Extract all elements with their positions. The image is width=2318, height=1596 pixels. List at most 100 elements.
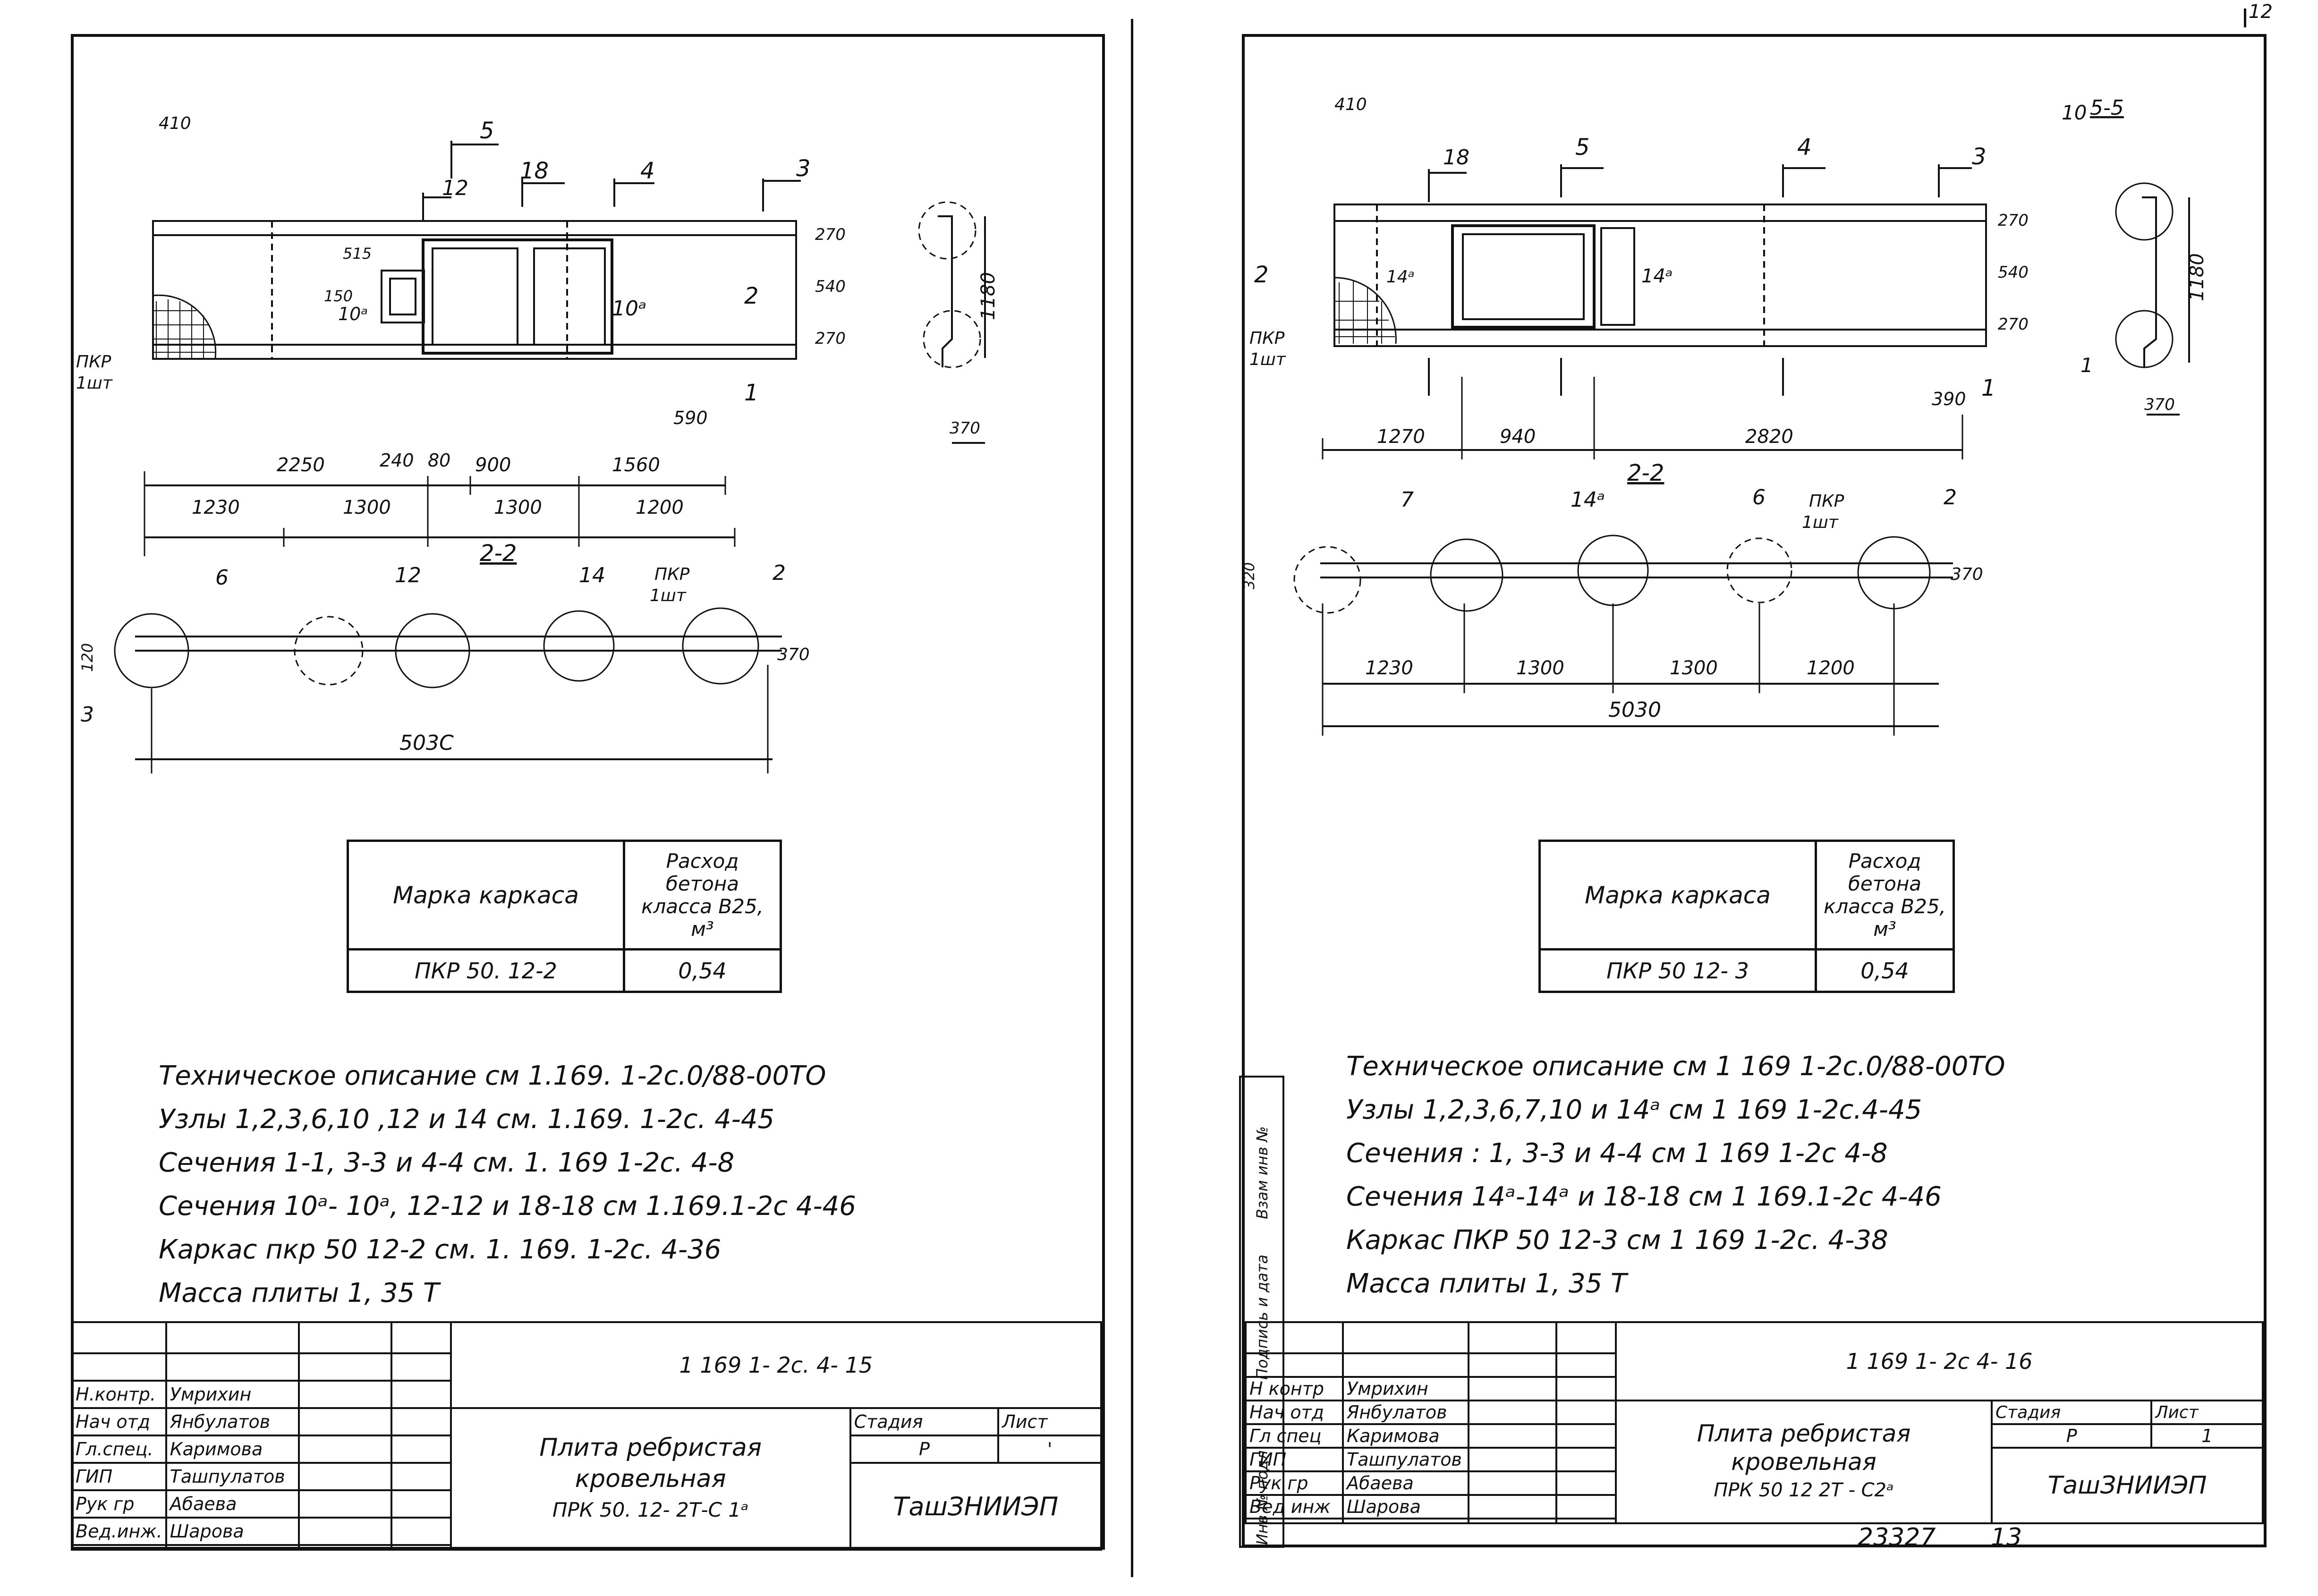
left-name-6: Шарова: [165, 1517, 300, 1546]
right-callout-14a: 14ᵃ: [1571, 488, 1605, 512]
right-note-4: Сечения 14ᵃ-14ᵃ и 18-18 см 1 169.1-2с 4-…: [1346, 1181, 1942, 1212]
left-dim-80: 80: [428, 450, 450, 471]
right-dims-row1: 1270 940 2820: [1377, 426, 1793, 448]
left-note-4: Сечения 10ᵃ- 10ᵃ, 12-12 и 18-18 см 1.169…: [159, 1191, 856, 1222]
right-dim-2820: 2820: [1745, 426, 1793, 448]
left-volume-header: Расход бетона класса В25, м³: [623, 840, 782, 951]
right-mark-value: ПКР 50 12- 3: [1538, 948, 1817, 993]
left-role-4: ГИП: [71, 1462, 167, 1491]
left-role-2: Нач отд: [71, 1407, 167, 1436]
right-name-4: Ташпулатов: [1342, 1447, 1469, 1472]
left-dim-1300a: 1300: [343, 497, 391, 518]
left-stage-header: Стадия: [849, 1407, 1000, 1436]
right-dim-940: 940: [1500, 426, 1536, 448]
left-mark-header: Марка каркаса: [347, 840, 625, 951]
right-sec-dim-total: 5030: [1608, 698, 1661, 722]
corner-tick: [2244, 8, 2246, 27]
left-node-10a-b: 10ᵃ: [612, 297, 646, 321]
left-drawings: 410 5 18 4 12 3 2 1 270 540 270 150 515 …: [76, 114, 999, 773]
right-callout-2: 2: [1944, 485, 1957, 509]
right-label-pkr: ПКР: [1249, 329, 1285, 348]
left-side-dim-1180: 1180: [977, 272, 999, 320]
right-side-dim-1180: 1180: [2186, 253, 2208, 301]
left-dim-515: 515: [343, 245, 372, 263]
right-sec-dim-1300b: 1300: [1670, 657, 1718, 679]
right-stage-value: Р: [1990, 1423, 2153, 1449]
left-dim-590: 590: [673, 407, 708, 428]
right-drawing-sheet: 410 18 5 4 3 2 1 270 540 270 14ᵃ 14ᵃ ПКР…: [1239, 34, 2267, 1552]
left-sec-18: 18: [520, 158, 549, 184]
right-sec-4: 4: [1797, 134, 1812, 161]
right-sec-5: 5: [1575, 134, 1590, 161]
right-sec-2: 2: [1254, 262, 1269, 288]
right-sec-dim-320: 320: [1245, 562, 1258, 589]
right-doc-code: 1 169 1- 2с 4- 16: [1615, 1321, 2264, 1401]
right-node-14a-b: 14ᵃ: [1641, 265, 1673, 287]
right-role-3: Гл спец: [1245, 1423, 1344, 1449]
left-sec-dim-370: 370: [777, 645, 810, 664]
left-name-5: Абаева: [165, 1489, 300, 1519]
margin-stamp-vzam: Взам инв №: [1253, 1126, 1271, 1219]
left-role-6: Вед.инж.: [71, 1517, 167, 1546]
right-dim-1270: 1270: [1377, 426, 1425, 448]
right-title-line2: кровельная: [1731, 1448, 1876, 1476]
right-vh-line3: класса В25,: [1824, 894, 1946, 918]
left-note-6: Масса плиты 1, 35 Т: [159, 1278, 440, 1308]
right-name-2: Янбулатов: [1342, 1400, 1469, 1425]
left-section-title: 2-2: [480, 540, 517, 567]
right-notes: Техническое описание см 1 169 1-2с.0/88-…: [1346, 1045, 2005, 1306]
right-title-line3: ПРК 50 12 2Т - С2ᵃ: [1714, 1479, 1894, 1501]
right-stage-header: Стадия: [1990, 1400, 2153, 1425]
right-dim-540: 540: [1998, 263, 2029, 282]
left-name-3: Каримова: [165, 1435, 300, 1464]
left-title-line3: ПРК 50. 12- 2Т-С 1ᵃ: [552, 1498, 749, 1521]
left-dim-150: 150: [324, 287, 353, 305]
left-mark-value: ПКР 50. 12-2: [347, 948, 625, 993]
left-sec-dim-120: 120: [78, 643, 96, 672]
right-name-5: Абаева: [1342, 1470, 1469, 1496]
right-sec-3: 3: [1972, 144, 1987, 170]
left-volume-value: 0,54: [623, 948, 782, 993]
right-side-callout-1: 1: [2080, 354, 2093, 377]
right-title-block: 1 169 1- 2с 4- 16 Н контр Умрихин Нач от…: [1245, 1321, 2264, 1524]
left-sec-1: 1: [744, 380, 759, 406]
left-section-node-3: [114, 613, 189, 688]
left-vh-line4: м³: [691, 917, 714, 941]
left-drawing-title: Плита ребристая кровельная ПРК 50. 12- 2…: [450, 1407, 851, 1551]
left-dim-240: 240: [380, 450, 414, 471]
left-note-3: Сечения 1-1, 3-3 и 4-4 см. 1. 169 1-2с. …: [159, 1147, 735, 1178]
right-sec-label-1sht: 1шт: [1802, 513, 1839, 532]
right-role-4: ГИП: [1245, 1447, 1344, 1472]
right-section-title: 2-2: [1627, 460, 1664, 486]
right-volume-header: Расход бетона класса В25, м³: [1815, 840, 1955, 951]
right-role-2: Нач отд: [1245, 1400, 1344, 1425]
left-dim-1200: 1200: [636, 497, 684, 518]
left-callout-14: 14: [579, 563, 605, 587]
right-note-3: Сечения : 1, 3-3 и 4-4 см 1 169 1-2с 4-8: [1346, 1138, 1888, 1169]
right-role-6: Вед инж: [1245, 1494, 1344, 1520]
left-role-3: Гл.спец.: [71, 1435, 167, 1464]
left-mark-table: Марка каркаса Расход бетона класса В25, …: [347, 840, 782, 993]
left-doc-code: 1 169 1- 2с. 4- 15: [450, 1321, 1103, 1409]
left-side-dim-370: 370: [950, 419, 980, 438]
left-dim-270b: 270: [815, 329, 846, 348]
left-callout-3: 3: [81, 703, 94, 727]
right-plan-outline: [1333, 204, 1987, 347]
right-note-1: Техническое описание см 1 169 1-2с.0/88-…: [1346, 1051, 2005, 1082]
left-drawing-sheet: 410 5 18 4 12 3 2 1 270 540 270 150 515 …: [71, 34, 1105, 1551]
left-callout-2: 2: [773, 561, 786, 585]
left-sheets-value: ': [997, 1435, 1102, 1464]
left-side-view: [938, 215, 953, 367]
left-title-line2: кровельная: [575, 1465, 726, 1493]
right-side-callout-10: 10: [2062, 101, 2087, 124]
right-sec-dim-1300a: 1300: [1516, 657, 1564, 679]
left-node-10a: 10ᵃ: [338, 304, 368, 324]
left-vh-line3: класса В25,: [641, 894, 764, 918]
right-section-node-2: [1857, 536, 1931, 610]
right-sec-label-pkr: ПКР: [1809, 492, 1844, 511]
right-dim-410: 410: [1334, 95, 1367, 114]
left-notes: Техническое описание см 1.169. 1-2с.0/88…: [159, 1054, 856, 1315]
left-stage-value: Р: [849, 1435, 1000, 1464]
left-name-2: Янбулатов: [165, 1407, 300, 1436]
footer-archive-number: 23327: [1858, 1523, 1936, 1552]
